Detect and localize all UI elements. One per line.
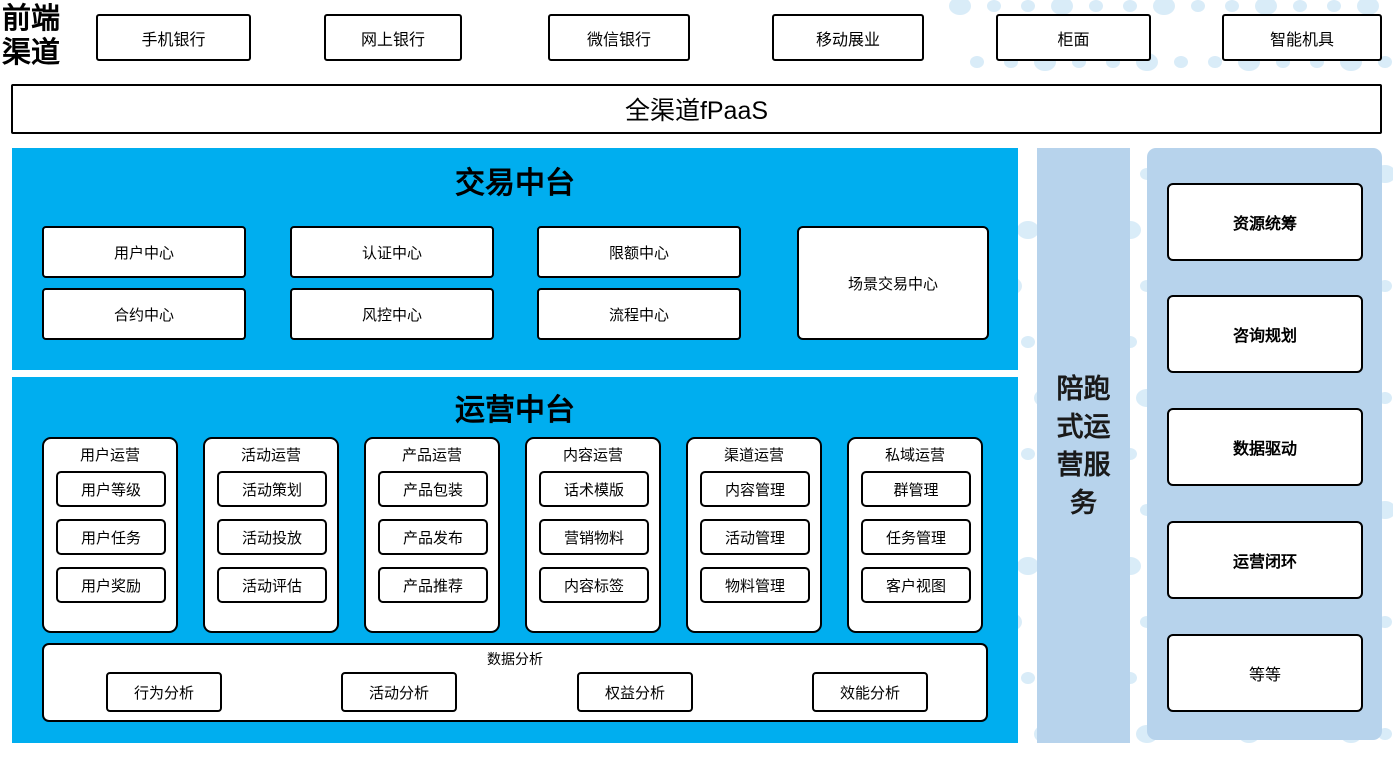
trade-card-1[interactable]: 用户中心: [42, 226, 246, 278]
ops-item-3-3[interactable]: 产品推荐: [378, 567, 488, 603]
channel-box-3[interactable]: 微信银行: [548, 14, 690, 61]
trade-center-title: 交易中台: [455, 167, 575, 200]
ops-item-3-2[interactable]: 产品发布: [378, 519, 488, 555]
channel-box-2[interactable]: 网上银行: [324, 14, 462, 61]
analytics-card-1[interactable]: 行为分析: [106, 672, 222, 712]
ops-column-title-6: 私域运营: [884, 447, 945, 464]
ops-item-2-1[interactable]: 活动策划: [217, 471, 327, 507]
ops-item-2-3[interactable]: 活动评估: [217, 567, 327, 603]
capability-card-4[interactable]: 运营闭环: [1167, 521, 1363, 599]
analytics-card-2[interactable]: 活动分析: [341, 672, 457, 712]
ops-column-4: 内容运营话术模版营销物料内容标签: [525, 437, 661, 633]
ops-column-2: 活动运营活动策划活动投放活动评估: [203, 437, 339, 633]
trade-card-3[interactable]: 限额中心: [537, 226, 741, 278]
ops-column-title-5: 渠道运营: [723, 447, 784, 464]
capability-card-3[interactable]: 数据驱动: [1167, 408, 1363, 486]
ops-column-title-3: 产品运营: [401, 447, 462, 464]
capability-card-2[interactable]: 咨询规划: [1167, 295, 1363, 373]
channel-box-5[interactable]: 柜面: [996, 14, 1151, 61]
ops-item-2-2[interactable]: 活动投放: [217, 519, 327, 555]
scenario-trade-center-card[interactable]: 场景交易中心: [797, 226, 989, 340]
front-channel-label-line1: 前端: [2, 3, 61, 35]
ops-item-6-2[interactable]: 任务管理: [861, 519, 971, 555]
ops-item-3-1[interactable]: 产品包装: [378, 471, 488, 507]
channel-box-1[interactable]: 手机银行: [96, 14, 251, 61]
channel-box-6[interactable]: 智能机具: [1222, 14, 1382, 61]
ops-column-title-1: 用户运营: [79, 447, 140, 464]
trade-center-panel: 交易中台 用户中心认证中心限额中心合约中心风控中心流程中心 场景交易中心: [12, 148, 1018, 370]
capability-panel: 资源统筹咨询规划数据驱动运营闭环等等: [1147, 148, 1382, 740]
ops-column-title-4: 内容运营: [562, 447, 623, 464]
analytics-card-3[interactable]: 权益分析: [577, 672, 693, 712]
data-analytics-group: 数据分析 行为分析 活动分析 权益分析 效能分析: [42, 643, 988, 722]
ops-column-title-2: 活动运营: [240, 447, 301, 464]
trade-card-5[interactable]: 风控中心: [290, 288, 494, 340]
ops-item-1-1[interactable]: 用户等级: [56, 471, 166, 507]
ops-item-4-2[interactable]: 营销物料: [539, 519, 649, 555]
accompanying-operation-service-label: 陪跑式运营服务: [1056, 373, 1111, 518]
channel-box-4[interactable]: 移动展业: [772, 14, 924, 61]
ops-item-6-3[interactable]: 客户视图: [861, 567, 971, 603]
ops-column-5: 渠道运营内容管理活动管理物料管理: [686, 437, 822, 633]
ops-item-4-3[interactable]: 内容标签: [539, 567, 649, 603]
trade-card-2[interactable]: 认证中心: [290, 226, 494, 278]
ops-item-5-2[interactable]: 活动管理: [700, 519, 810, 555]
analytics-card-4[interactable]: 效能分析: [812, 672, 928, 712]
capability-card-5[interactable]: 等等: [1167, 634, 1363, 712]
ops-item-1-2[interactable]: 用户任务: [56, 519, 166, 555]
front-channel-label-line2: 渠道: [2, 37, 61, 69]
accompanying-operation-service-bar: 陪跑式运营服务: [1037, 148, 1130, 743]
omnichannel-fpaas-bar: 全渠道fPaaS: [11, 84, 1382, 134]
ops-item-6-1[interactable]: 群管理: [861, 471, 971, 507]
trade-card-6[interactable]: 流程中心: [537, 288, 741, 340]
ops-column-6: 私域运营群管理任务管理客户视图: [847, 437, 983, 633]
ops-item-1-3[interactable]: 用户奖励: [56, 567, 166, 603]
ops-item-5-1[interactable]: 内容管理: [700, 471, 810, 507]
ops-center-title: 运营中台: [455, 394, 575, 427]
capability-card-1[interactable]: 资源统筹: [1167, 183, 1363, 261]
ops-column-1: 用户运营用户等级用户任务用户奖励: [42, 437, 178, 633]
front-channel-label: 前端 渠道: [2, 2, 88, 74]
ops-item-4-1[interactable]: 话术模版: [539, 471, 649, 507]
ops-item-5-3[interactable]: 物料管理: [700, 567, 810, 603]
trade-card-4[interactable]: 合约中心: [42, 288, 246, 340]
data-analytics-title: 数据分析: [487, 651, 543, 667]
ops-column-3: 产品运营产品包装产品发布产品推荐: [364, 437, 500, 633]
